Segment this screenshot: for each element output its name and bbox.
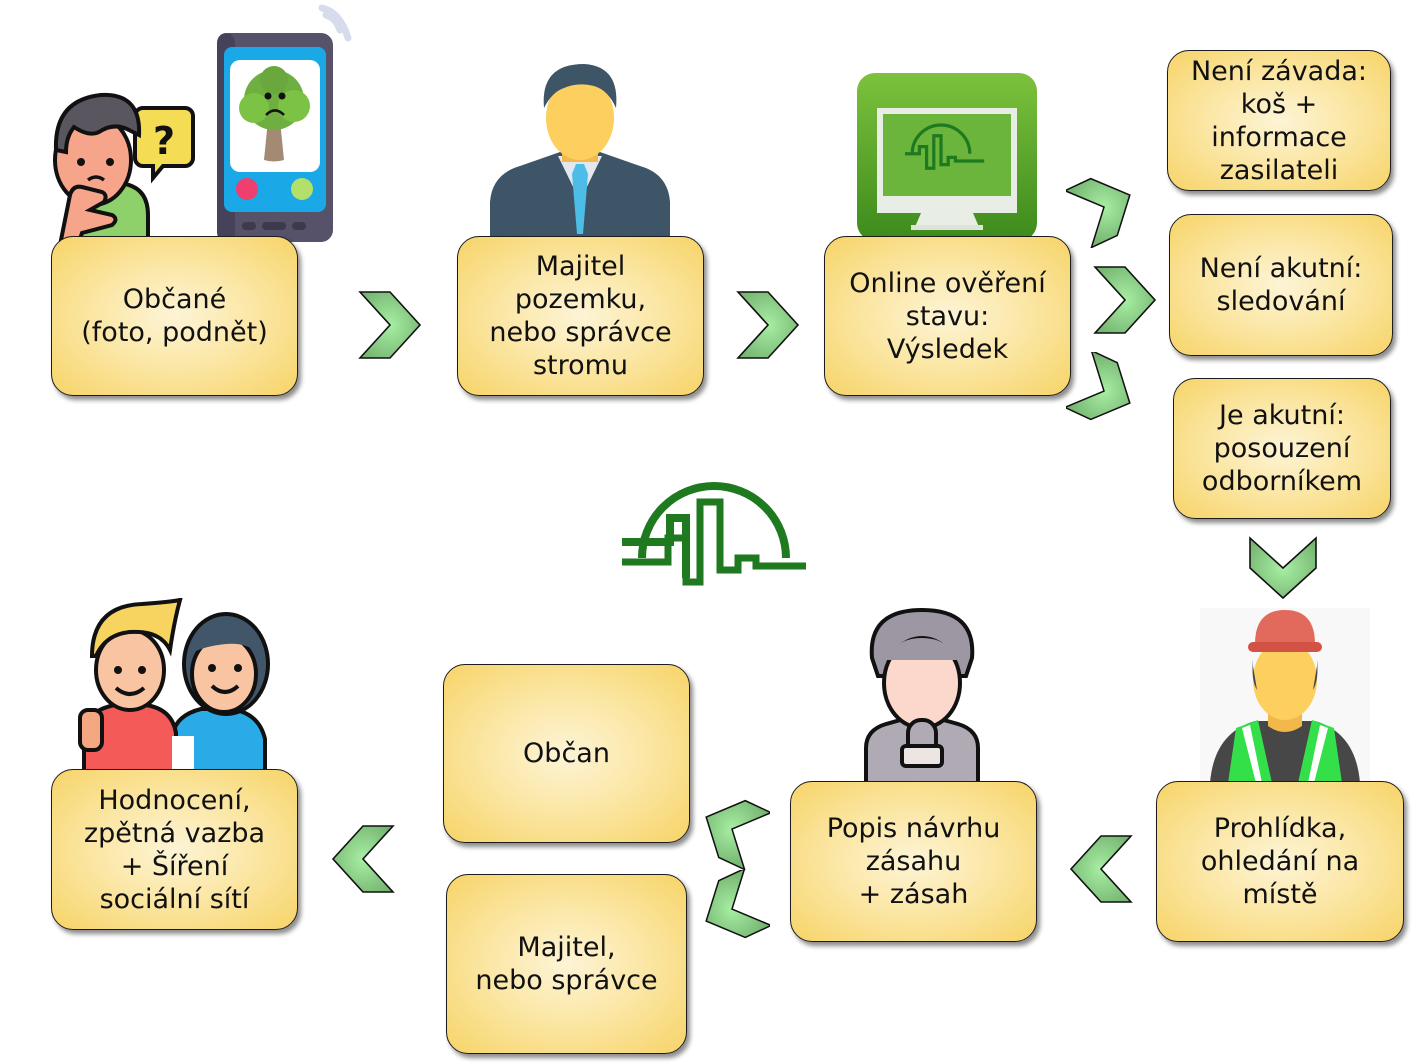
- node-owner-admin: Majitel, nebo správce: [446, 874, 687, 1054]
- arrow-down-left-icon: [705, 870, 770, 939]
- monitor-logo-icon: [857, 73, 1037, 241]
- arrow-left-icon: [1069, 835, 1133, 903]
- node-not-acute: Není akutní: sledování: [1169, 214, 1393, 356]
- arrow-right-icon: [736, 291, 800, 359]
- arrow-left-icon: [331, 825, 395, 893]
- arrow-up-left-icon: [705, 799, 770, 870]
- node-online-check: Online ověření stavu: Výsledek: [824, 236, 1071, 396]
- pulse-dome-logo: [622, 482, 806, 586]
- node-owner: Majitel pozemku, nebo správce stromu: [457, 236, 704, 396]
- node-intervention: Popis návrhu zásahu + zásah: [790, 781, 1037, 942]
- smartphone-sad-tree-icon: [217, 4, 352, 242]
- node-acute: Je akutní: posouzení odborníkem: [1173, 378, 1391, 519]
- arrow-right-icon: [1093, 266, 1157, 334]
- arrow-up-right-icon: [1066, 177, 1131, 248]
- thinking-person-icon: ?: [53, 92, 195, 245]
- svg-text:?: ?: [153, 119, 175, 163]
- node-citizen: Občan: [443, 664, 690, 843]
- node-citizens: Občané (foto, podnět): [51, 236, 298, 396]
- construction-worker-icon: [1200, 608, 1370, 783]
- node-no-defect: Není závada: koš + informace zasilateli: [1167, 50, 1391, 191]
- arrow-down-icon: [1249, 536, 1317, 600]
- node-inspection: Prohlídka, ohledání na místě: [1156, 781, 1404, 942]
- two-friends-icon: [78, 598, 270, 773]
- businessman-icon: [490, 64, 670, 242]
- speaker-microphone-icon: [864, 608, 980, 783]
- arrow-right-icon: [358, 291, 422, 359]
- node-evaluation: Hodnocení, zpětná vazba + Šíření sociáln…: [51, 769, 298, 930]
- arrow-down-right-icon: [1066, 352, 1131, 421]
